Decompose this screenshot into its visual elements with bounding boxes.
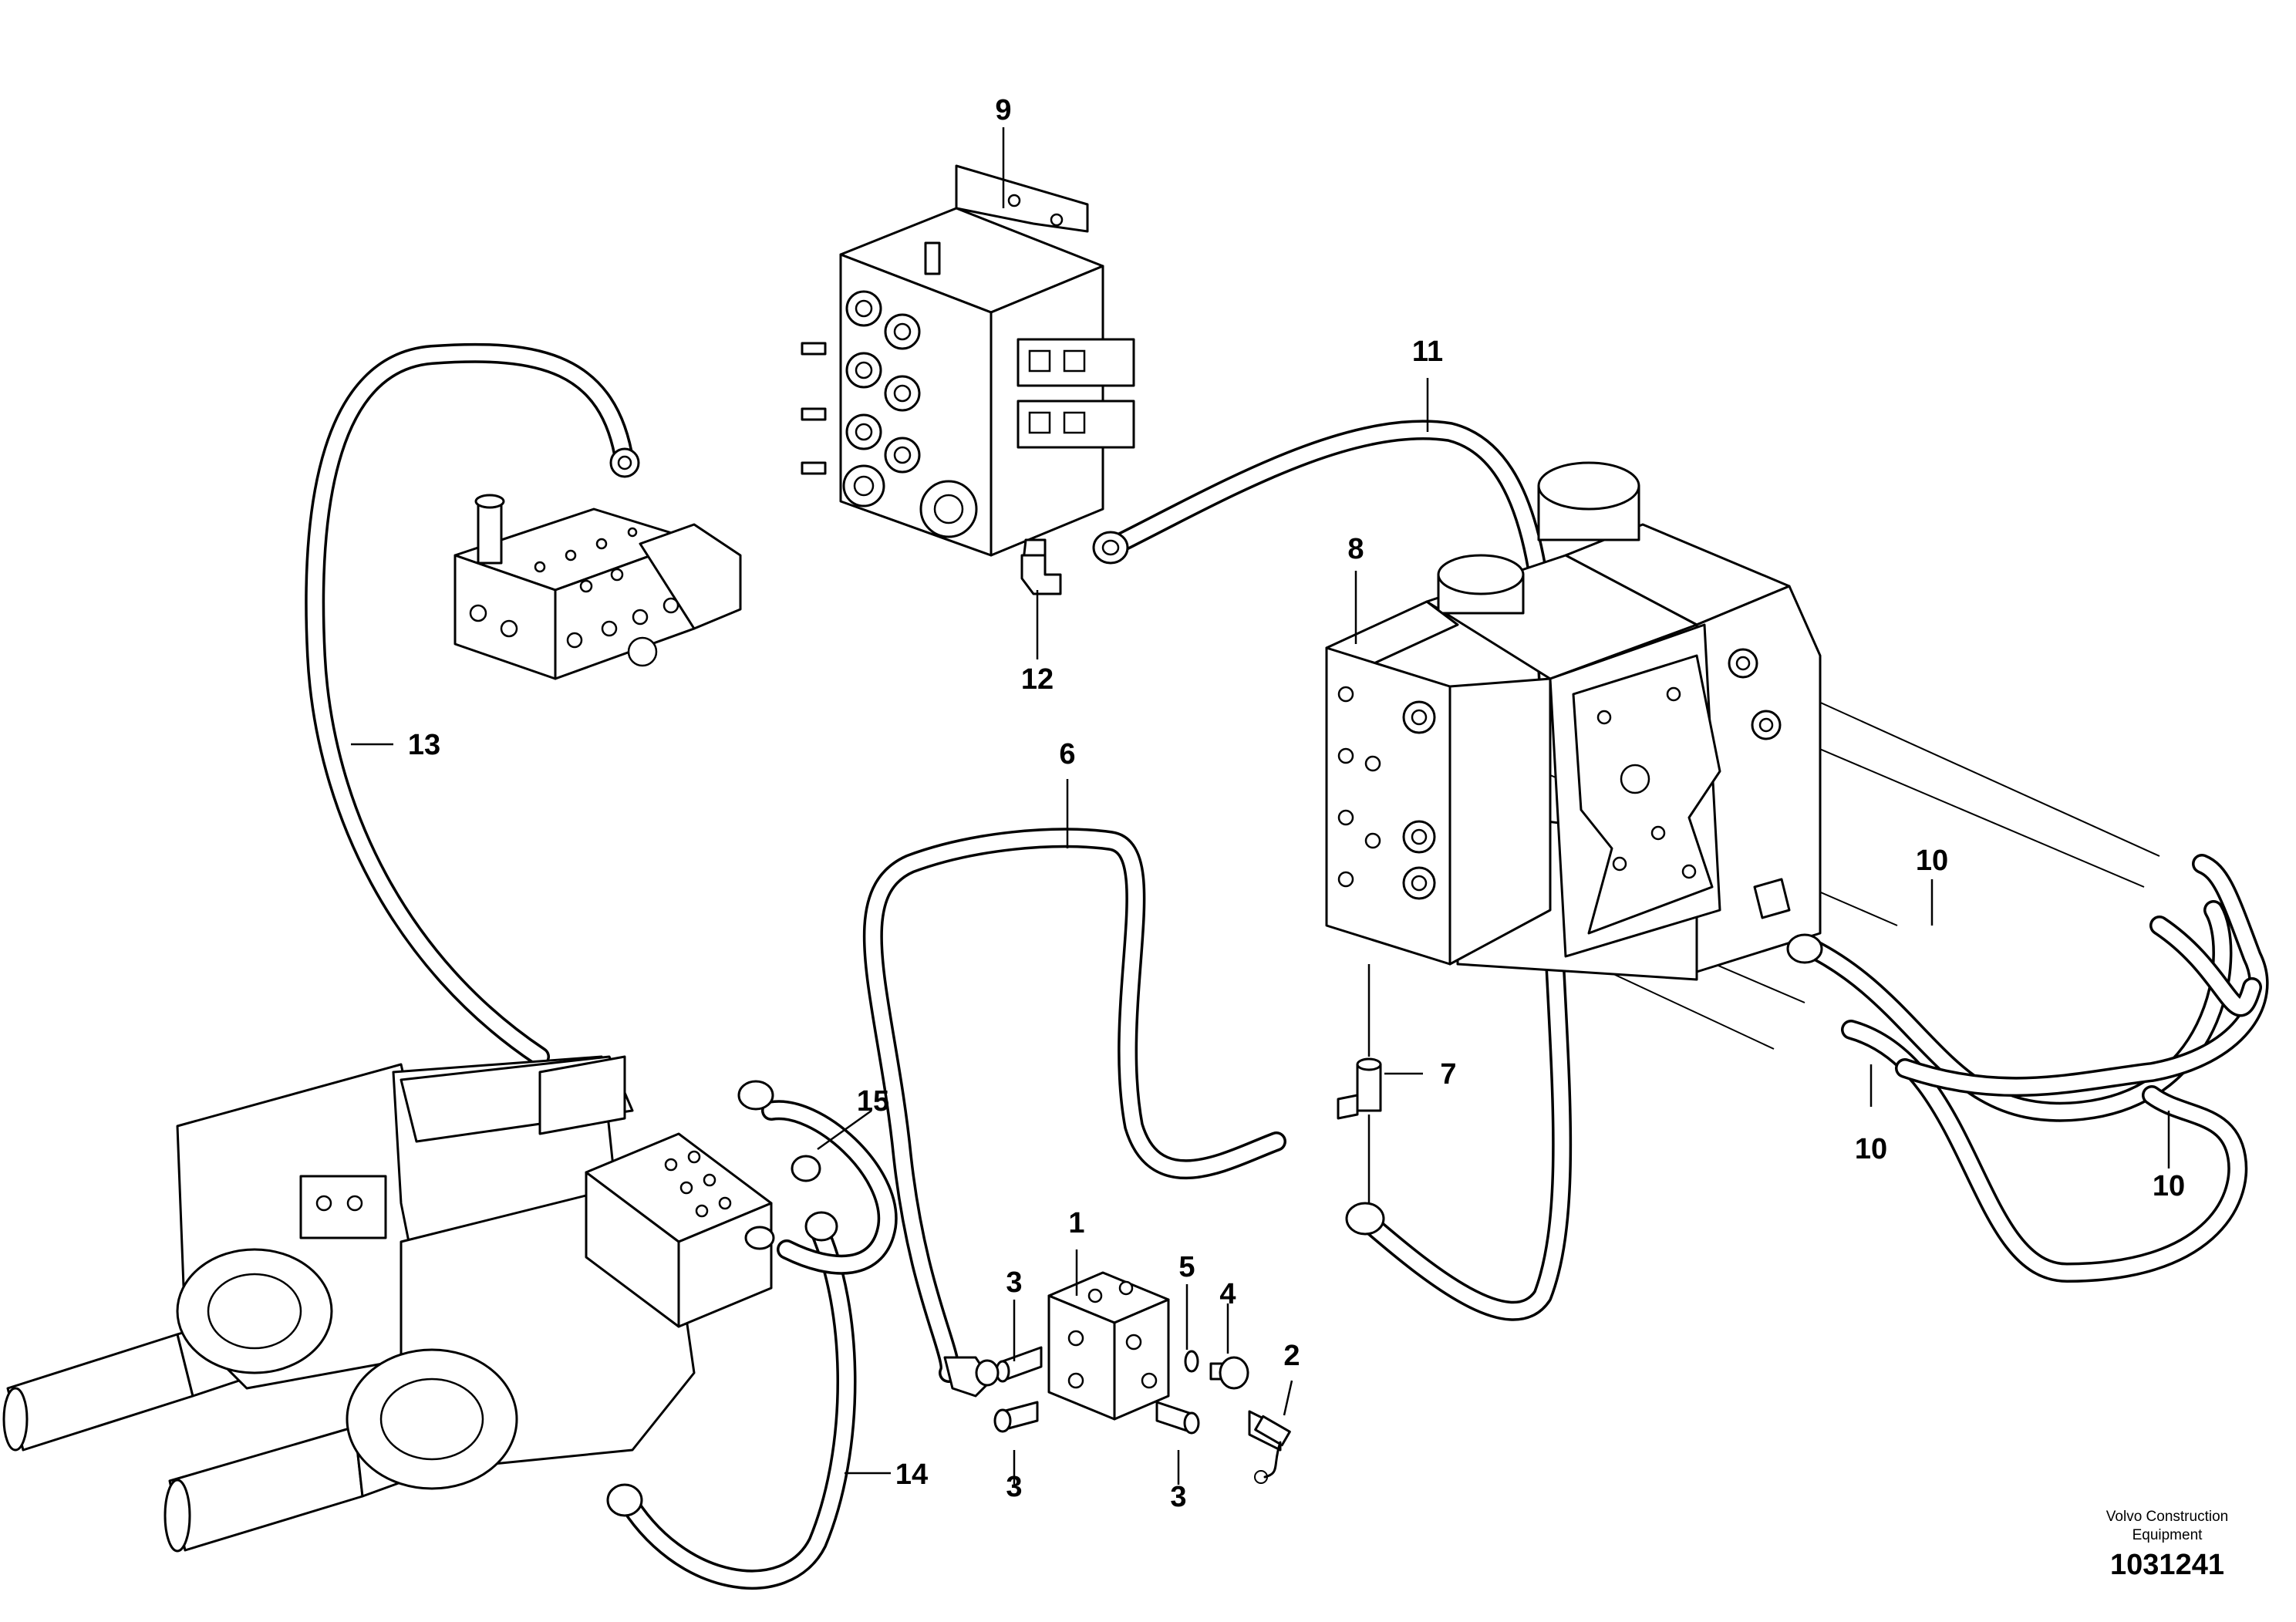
- elbow-fitting-12: [1020, 531, 1129, 595]
- callout-labels: 9 11 8 12 6 13 7 10 10 10 15 14 1 3 3 3 …: [408, 94, 2185, 1513]
- callout-15: 15: [857, 1085, 889, 1118]
- callout-2: 2: [1283, 1340, 1300, 1372]
- callout-5: 5: [1178, 1251, 1195, 1283]
- hose-15: [761, 1100, 898, 1275]
- callout-7: 7: [1440, 1058, 1456, 1091]
- callout-6: 6: [1059, 738, 1075, 771]
- callout-8: 8: [1347, 533, 1364, 565]
- callout-10-c: 10: [2153, 1170, 2185, 1202]
- test-coupling-2: [1248, 1410, 1291, 1484]
- callout-3-c: 3: [1170, 1481, 1186, 1513]
- main-valve-8: [1325, 461, 1823, 981]
- hose-6-elbow: [943, 1356, 1000, 1398]
- plug-4: [1209, 1356, 1249, 1390]
- publisher-credit: Volvo Construction Equipment: [2067, 1508, 2267, 1545]
- callout-14: 14: [895, 1458, 928, 1491]
- hose-13: [305, 342, 635, 1067]
- manifold-block-1: [1047, 1271, 1170, 1421]
- hose-6: [862, 828, 1286, 1383]
- callout-1: 1: [1068, 1207, 1084, 1239]
- hose-14: [615, 1216, 857, 1590]
- callout-9: 9: [995, 94, 1011, 126]
- callout-13: 13: [408, 729, 440, 761]
- leader-lines: [351, 127, 2170, 1485]
- control-valve-9: [801, 164, 1135, 576]
- seal-5: [1184, 1350, 1199, 1373]
- credit-line-2: Equipment: [2132, 1527, 2203, 1543]
- hoses-10: [1795, 854, 2269, 1283]
- callout-12: 12: [1021, 663, 1054, 696]
- callout-3-b: 3: [1006, 1471, 1022, 1503]
- callout-10-a: 10: [1916, 845, 1948, 877]
- callout-10-b: 10: [1855, 1133, 1887, 1165]
- callout-11: 11: [1412, 336, 1443, 368]
- callout-3-a: 3: [1006, 1266, 1022, 1299]
- pump-assembly: [2, 1055, 838, 1553]
- tee-fitting-7: [1337, 964, 1385, 1236]
- callout-4: 4: [1219, 1278, 1236, 1310]
- drawing-number: 1031241: [2110, 1549, 2224, 1581]
- valve-block-small: [453, 447, 742, 680]
- credit-line-1: Volvo Construction: [2106, 1509, 2229, 1525]
